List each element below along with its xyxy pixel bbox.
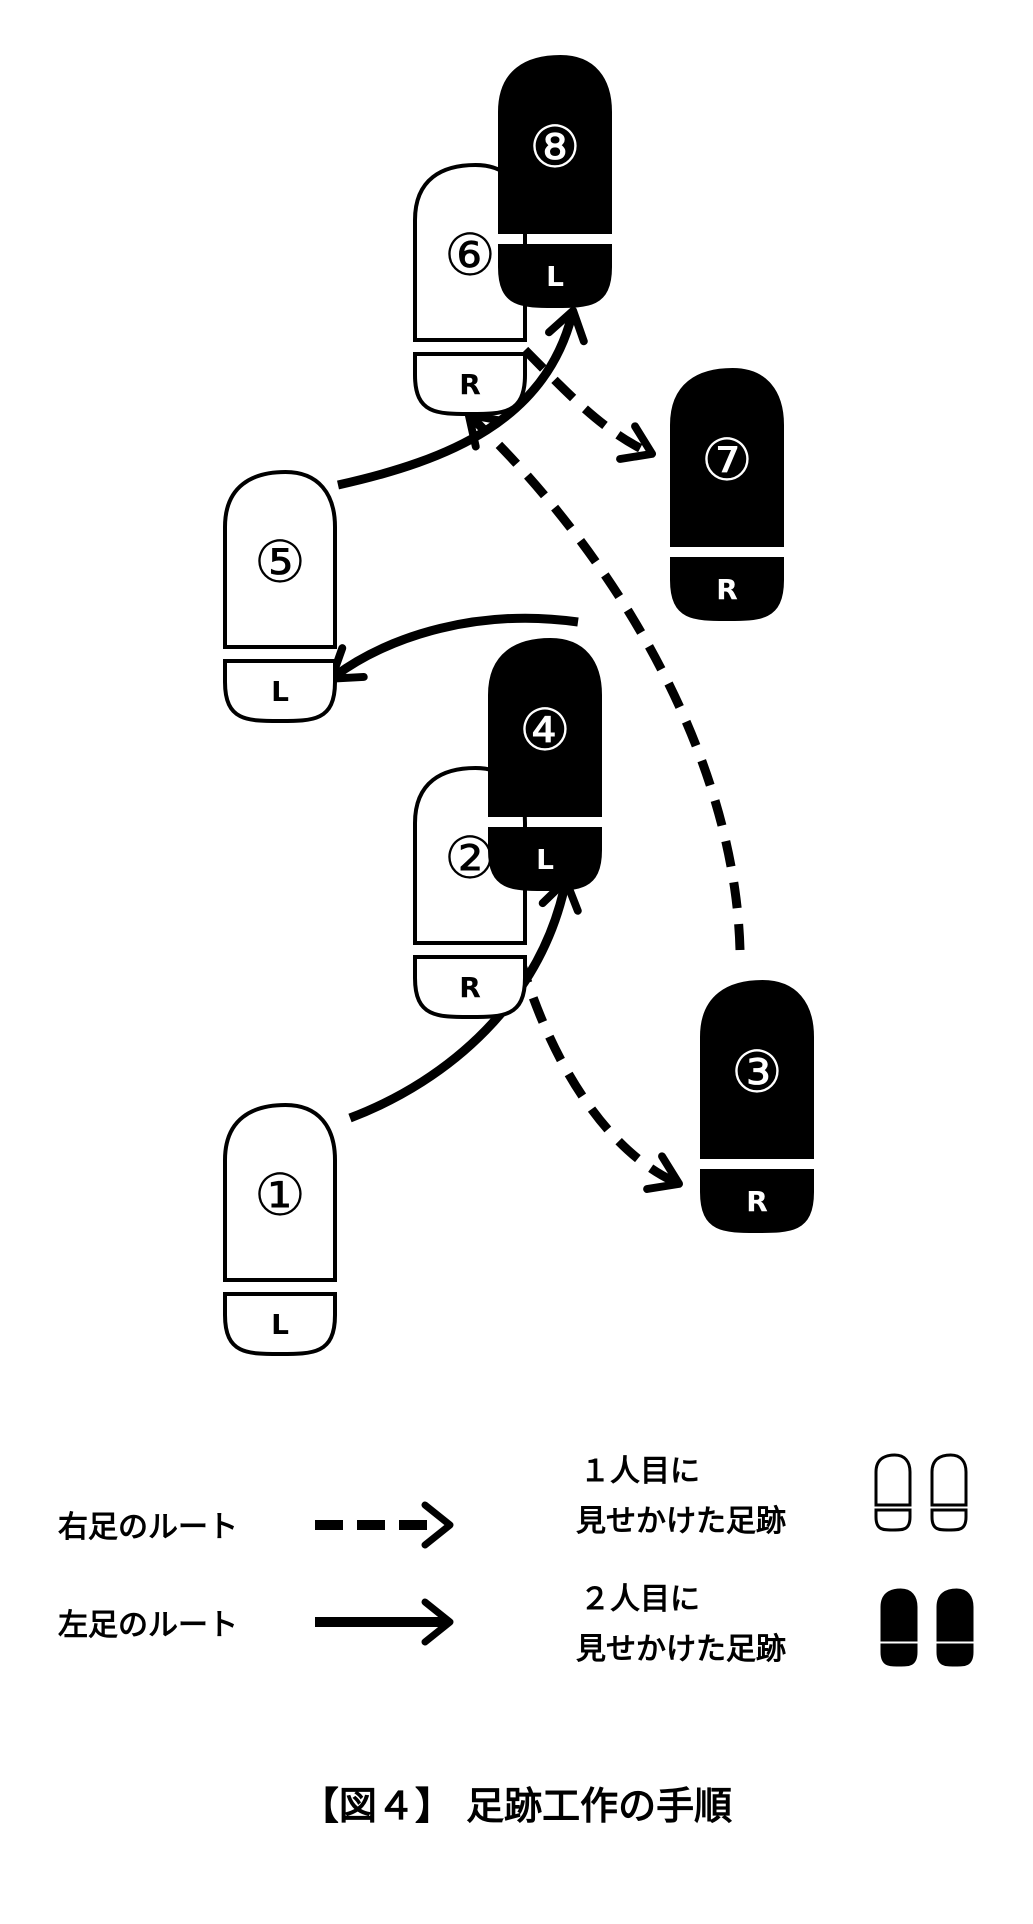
legend-second-person-left-foot-icon [880, 1588, 918, 1667]
left-route-1-to-4 [348, 876, 582, 1123]
footprint-heel [413, 955, 527, 1020]
footprint-4: ④L [488, 637, 602, 892]
footprint-heel [488, 827, 602, 892]
legend-foot-sole [874, 1453, 912, 1507]
footprint-2: ②R [413, 765, 527, 1020]
footprint-7: ⑦R [670, 367, 784, 622]
legend-right-route-arrowhead [421, 1501, 454, 1549]
legend-first-person-right-foot-icon [930, 1453, 968, 1532]
legend-foot-heel [880, 1643, 918, 1667]
footprint-number: ④ [519, 696, 571, 764]
routes [327, 306, 745, 1193]
footprint-heel [223, 659, 337, 724]
footprint-heel [223, 1292, 337, 1357]
right-route-6-to-7 [521, 346, 657, 463]
footprint-foot-label: L [271, 1308, 289, 1341]
legend-foot-sole [930, 1453, 968, 1507]
right-route-2-to-3 [515, 956, 684, 1193]
footprint-heel [700, 1169, 814, 1234]
left-route-4-to-5 [327, 613, 579, 683]
legend-left-route-arrowhead [421, 1598, 454, 1646]
footprint-number: ⑤ [254, 528, 306, 596]
footprint-number: ⑥ [444, 221, 496, 289]
footprint-foot-label: R [459, 971, 481, 1004]
footprint-foot-label: R [746, 1185, 768, 1218]
right-route-3-to-6 [464, 410, 745, 951]
footprint-number: ③ [731, 1038, 783, 1106]
legend-first-person-line1: １人目に [580, 1454, 700, 1489]
legend-foot-sole [880, 1588, 918, 1642]
footprint-heel [413, 352, 527, 417]
footprint-number: ⑦ [701, 426, 753, 494]
legend-foot-heel [936, 1643, 974, 1667]
footprint-foot-label: R [459, 368, 481, 401]
legend-footprint-icons [874, 1453, 974, 1667]
footprint-number: ⑧ [529, 113, 581, 181]
legend-foot-sole [936, 1588, 974, 1642]
figure-caption: 【図４】 足跡工作の手順 [300, 1784, 733, 1828]
footprint-number: ① [254, 1161, 306, 1229]
legend-second-person-line1: ２人目に [580, 1582, 700, 1617]
footprint-8: ⑧L [498, 54, 612, 309]
legend-first-person-left-foot-icon [874, 1453, 912, 1532]
footprint-sole [488, 637, 602, 817]
footprint-5: ⑤L [223, 469, 337, 724]
footprint-sole [670, 367, 784, 547]
legend-arrows [315, 1501, 454, 1646]
footprint-sole [700, 979, 814, 1159]
footprint-foot-label: R [716, 573, 738, 606]
footprint-6: ⑥R [413, 162, 527, 417]
footprint-foot-label: L [271, 675, 289, 708]
footprint-number: ② [444, 824, 496, 892]
footprint-sole [223, 1102, 337, 1282]
legend-left-route-label: 左足のルート [58, 1608, 238, 1643]
legend-right-route-label: 右足のルート [58, 1510, 238, 1545]
footprint-3: ③R [700, 979, 814, 1234]
footprint-sole [498, 54, 612, 234]
footprint-1: ①L [223, 1102, 337, 1357]
legend-second-person-right-foot-icon [936, 1588, 974, 1667]
footprint-heel [670, 557, 784, 622]
footprint-foot-label: L [536, 843, 554, 876]
footprint-sole [223, 469, 337, 649]
legend-first-person-line2: 見せかけた足跡 [576, 1504, 786, 1539]
legend-foot-heel [874, 1508, 912, 1532]
legend-foot-heel [930, 1508, 968, 1532]
footprint-heel [498, 244, 612, 309]
footprint-foot-label: L [546, 260, 564, 293]
legend-second-person-line2: 見せかけた足跡 [576, 1632, 786, 1667]
